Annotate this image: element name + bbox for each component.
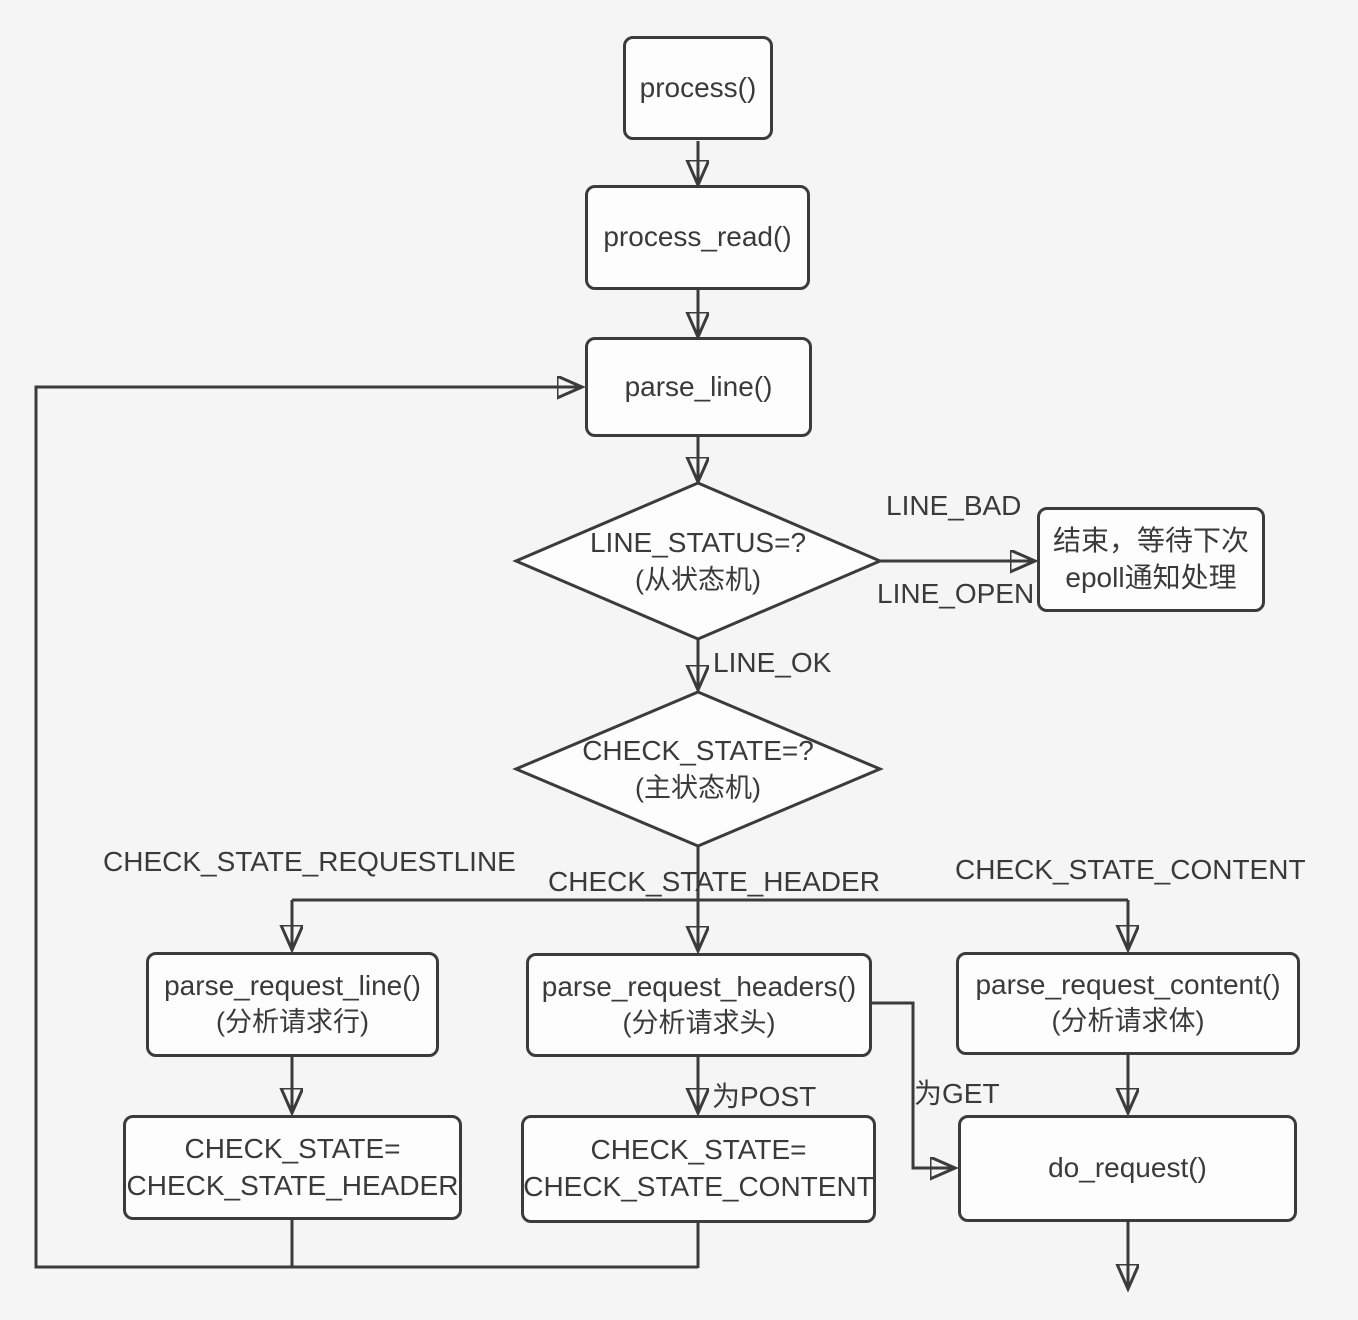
node-label: parse_request_headers(): [541, 970, 857, 1002]
node-set-state-header: CHECK_STATE= CHECK_STATE_HEADER: [123, 1115, 462, 1220]
decision-sublabel: (从状态机): [635, 564, 761, 595]
edge-loop-drops: [290, 1220, 700, 1268]
node-end-wait: 结束，等待下次 epoll通知处理: [1037, 507, 1265, 612]
node-process-read: process_read(): [585, 185, 810, 290]
node-parse-request-headers: parse_request_headers() (分析请求头): [526, 953, 872, 1057]
node-label: do_request(): [1048, 1152, 1207, 1184]
node-sublabel: (分析请求头): [622, 1007, 776, 1038]
edge-label-line-bad: LINE_BAD: [886, 490, 1022, 521]
node-parse-line: parse_line(): [585, 337, 812, 437]
decision-label: CHECK_STATE=?: [582, 734, 814, 766]
node-label: CHECK_STATE=: [590, 1134, 807, 1166]
node-sublabel: (分析请求体): [1051, 1006, 1205, 1037]
node-label: epoll通知处理: [1065, 561, 1237, 593]
node-parse-request-content: parse_request_content() (分析请求体): [956, 952, 1300, 1055]
node-label: parse_request_line(): [164, 970, 421, 1002]
node-process: process(): [623, 36, 773, 140]
decision-line-status-label: LINE_STATUS=? (从状态机): [590, 524, 806, 598]
node-label: CHECK_STATE_CONTENT: [523, 1171, 874, 1202]
edge-label-line-ok: LINE_OK: [713, 647, 832, 678]
node-set-state-content: CHECK_STATE= CHECK_STATE_CONTENT: [521, 1115, 876, 1223]
node-parse-request-line: parse_request_line() (分析请求行): [146, 952, 439, 1057]
node-label: parse_line(): [624, 370, 773, 402]
decision-label: LINE_STATUS=?: [589, 526, 807, 558]
node-sublabel: (分析请求行): [216, 1007, 369, 1038]
node-label: 结束，等待下次: [1052, 524, 1249, 556]
edge-label-is-post: 为POST: [712, 1081, 817, 1112]
node-label: process_read(): [603, 221, 792, 253]
edge-label-is-get: 为GET: [914, 1078, 1000, 1109]
decision-check-state-shape: [512, 690, 884, 848]
edge-get-to-do-request: [872, 1001, 954, 1168]
node-label: process(): [639, 71, 757, 103]
edge-label-check-state-requestline: CHECK_STATE_REQUESTLINE: [103, 846, 516, 877]
node-label: parse_request_content(): [975, 969, 1281, 1001]
decision-check-state-label: CHECK_STATE=? (主状态机): [582, 732, 814, 806]
edge-loop-back-to-parse-line: [34, 387, 698, 1269]
node-label: CHECK_STATE=: [184, 1132, 401, 1164]
edge-label-check-state-header: CHECK_STATE_HEADER: [548, 866, 880, 897]
edge-label-check-state-content: CHECK_STATE_CONTENT: [955, 854, 1306, 885]
node-do-request: do_request(): [958, 1115, 1297, 1222]
edge-label-line-open: LINE_OPEN: [877, 578, 1035, 609]
node-label: CHECK_STATE_HEADER: [126, 1169, 459, 1201]
decision-sublabel: (主状态机): [635, 772, 761, 803]
decision-line-status-shape: [512, 481, 884, 641]
